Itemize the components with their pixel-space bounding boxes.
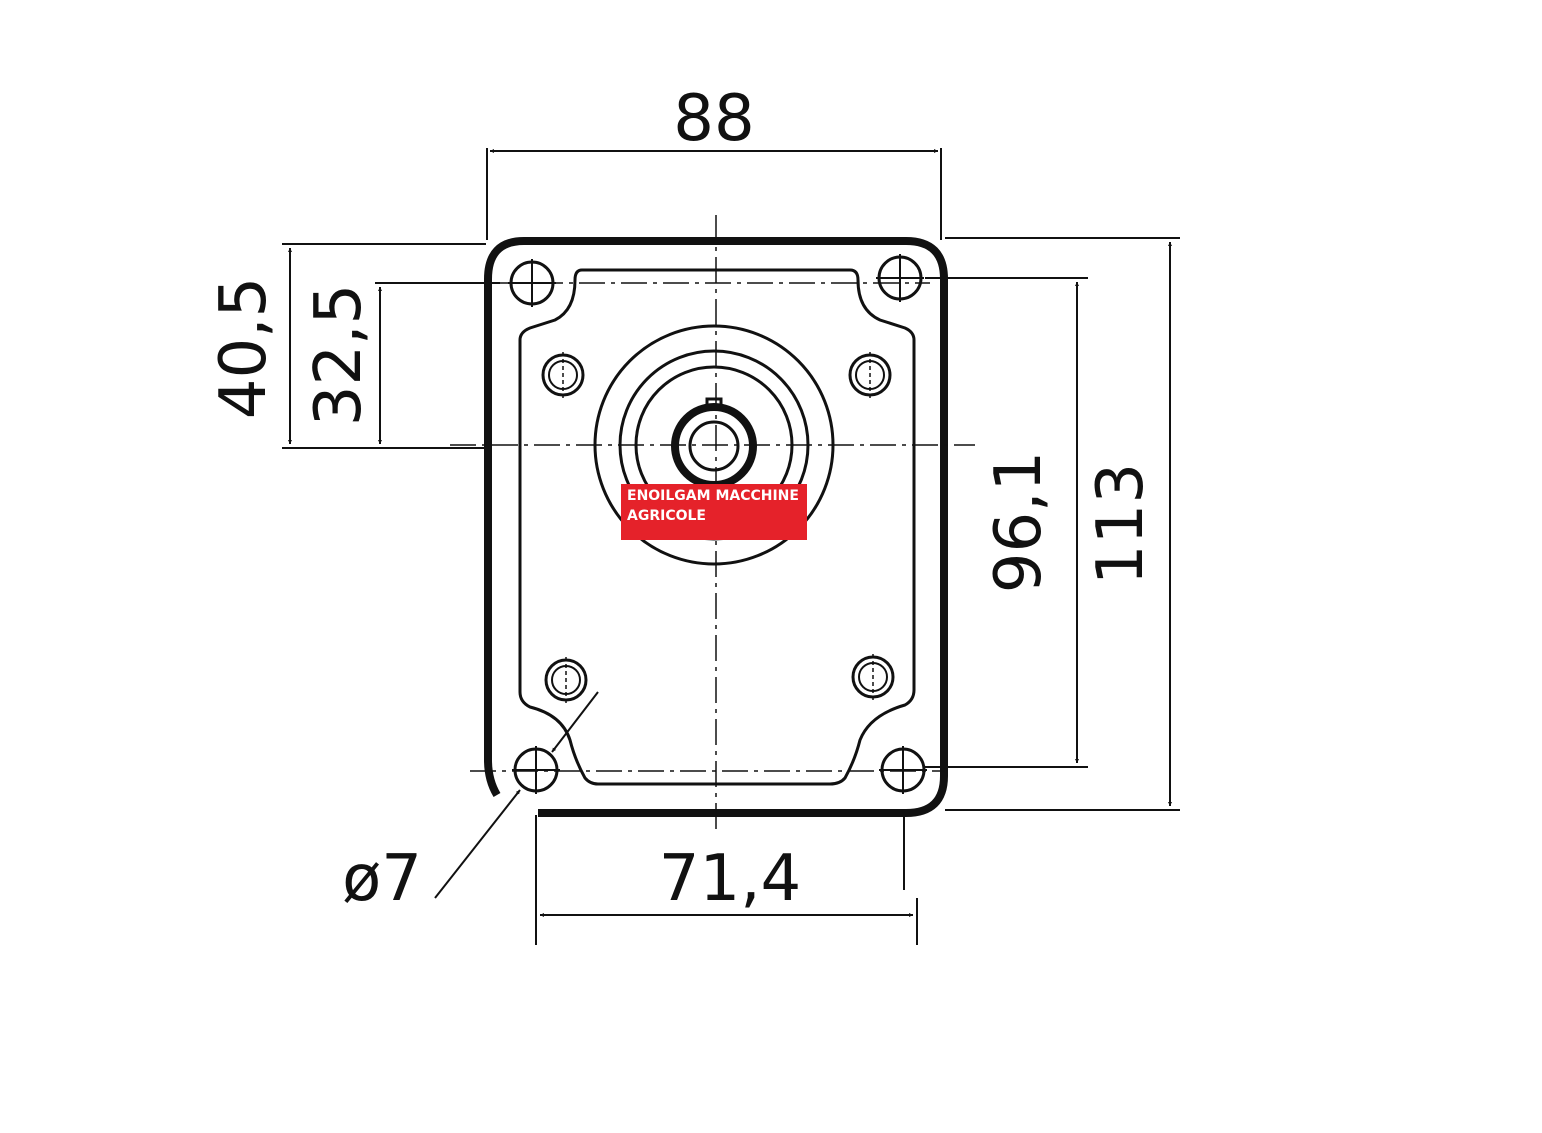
dimension-label-113: 113 bbox=[1084, 463, 1158, 585]
dimension-height-overall bbox=[945, 237, 1180, 811]
dimension-label-88: 88 bbox=[673, 82, 754, 156]
dimension-hole-pitch-vertical bbox=[925, 277, 1088, 768]
threaded-hole bbox=[851, 654, 895, 700]
dimension-hole-pitch-horizontal bbox=[535, 815, 918, 945]
dimension-label-32-5: 32,5 bbox=[302, 284, 376, 427]
dimension-hole-diameter-leader bbox=[434, 691, 599, 899]
watermark-label: ENOILGAM MACCHINE AGRICOLE bbox=[621, 484, 807, 540]
dimension-label-96-1: 96,1 bbox=[982, 451, 1056, 594]
threaded-holes bbox=[541, 352, 895, 703]
flange-inner-outline bbox=[518, 268, 916, 786]
boss-outer-circle bbox=[593, 324, 835, 566]
mounting-holes bbox=[508, 254, 927, 794]
watermark-line-2: AGRICOLE bbox=[627, 508, 706, 524]
shaft-bore bbox=[688, 420, 740, 472]
shaft-key bbox=[705, 397, 723, 408]
mounting-hole bbox=[879, 746, 927, 794]
mounting-hole bbox=[876, 254, 924, 302]
shaft bbox=[671, 403, 757, 489]
mounting-hole bbox=[508, 259, 556, 307]
flange-outer-outline bbox=[484, 237, 948, 817]
dimension-offset-outer bbox=[282, 243, 486, 449]
dimension-label-40-5: 40,5 bbox=[207, 277, 281, 420]
dimension-width-overall bbox=[486, 148, 942, 240]
mounting-hole bbox=[512, 746, 560, 794]
dimension-label-71-4: 71,4 bbox=[659, 842, 802, 916]
threaded-hole bbox=[541, 352, 585, 398]
watermark-line-1: ENOILGAM MACCHINE bbox=[627, 488, 799, 504]
threaded-hole bbox=[848, 352, 892, 398]
threaded-hole bbox=[544, 657, 588, 703]
dimension-offset-inner bbox=[375, 282, 500, 444]
flange-body bbox=[484, 237, 948, 817]
dimension-label-diameter: ø7 bbox=[342, 842, 422, 916]
